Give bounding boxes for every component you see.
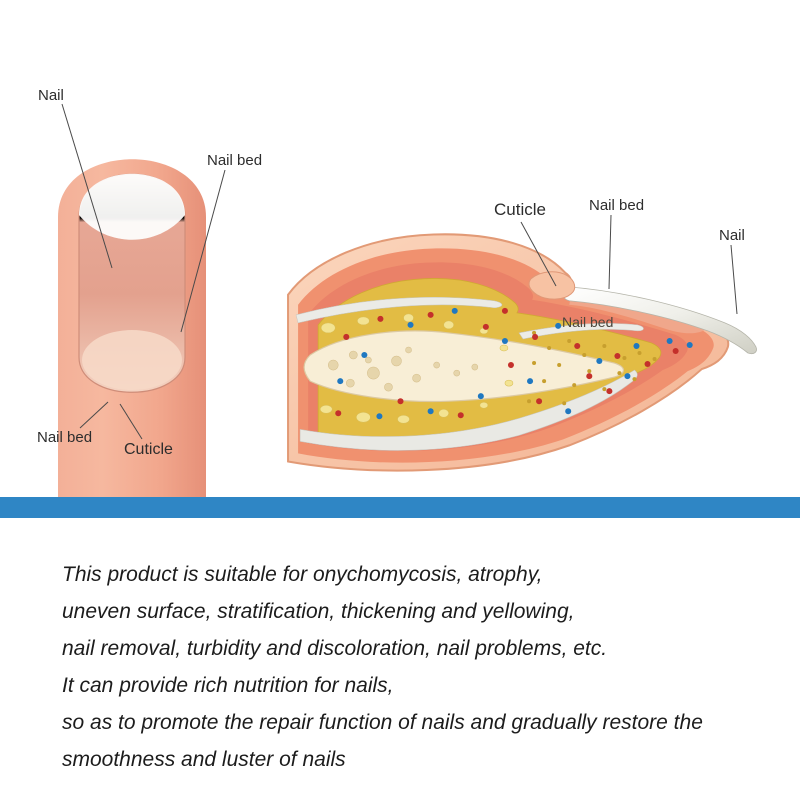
fat-cell-blobs: [319, 313, 514, 424]
description-line: This product is suitable for onychomycos…: [62, 563, 543, 586]
label-right-nail-bed-inner: Nail bed: [562, 314, 614, 330]
description-line: uneven surface, stratification, thickeni…: [62, 600, 575, 623]
description-line: so as to promote the repair function of …: [62, 711, 703, 734]
label-left-cuticle: Cuticle: [124, 441, 173, 458]
label-right-nail-bed-top: Nail bed: [589, 197, 645, 214]
bone: [303, 330, 625, 403]
blue-divider-bar: [0, 497, 800, 518]
description-line: nail removal, turbidity and discoloratio…: [62, 637, 608, 660]
label-left-nail: Nail: [38, 87, 64, 104]
label-right-cuticle: Cuticle: [494, 200, 546, 219]
capillary-dots: [335, 307, 693, 420]
nail-plate-top-view: [78, 173, 186, 393]
label-right-nail: Nail: [719, 227, 745, 244]
description-line: smoothness and luster of nails: [62, 748, 346, 771]
nail-plate-cross-section: [562, 286, 757, 355]
tissue-speckles: [527, 330, 657, 406]
label-left-nail-bed-top: Nail bed: [207, 152, 263, 169]
nail-cross-section-illustration: [287, 233, 757, 472]
description-line: It can provide rich nutrition for nails,: [62, 674, 394, 697]
label-left-nail-bed-bottom: Nail bed: [37, 429, 93, 446]
nail-lunula-area: [82, 330, 182, 390]
product-description: This product is suitable for onychomycos…: [62, 556, 786, 778]
spongy-bone-holes: [327, 346, 479, 392]
